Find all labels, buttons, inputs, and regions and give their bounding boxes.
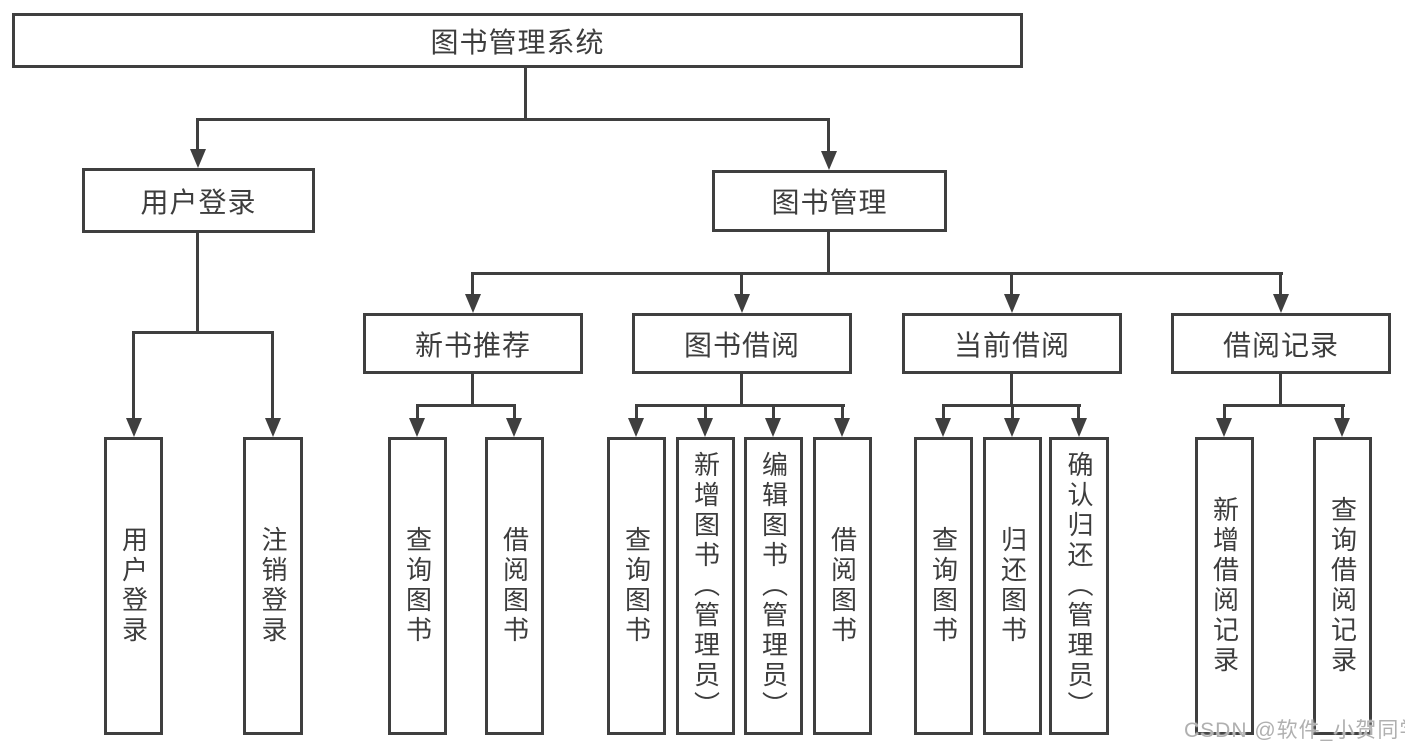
connector-line	[132, 331, 274, 334]
node-label: 借阅图书	[499, 526, 530, 646]
connector-line	[1279, 374, 1282, 407]
node-label: 图书借阅	[683, 329, 800, 361]
node-library-management-system: 图书管理系统	[12, 13, 1023, 68]
connector-line	[841, 404, 844, 424]
node-label: 查询借阅记录	[1327, 496, 1358, 676]
arrowhead-down	[1071, 418, 1087, 437]
connector-line	[1341, 404, 1344, 424]
connector-line	[1010, 272, 1013, 298]
node-label: 新书推荐	[414, 329, 531, 361]
node-label: 当前借阅	[953, 329, 1070, 361]
connector-line	[513, 404, 516, 424]
node-query-books-borrowing: 查询图书	[607, 437, 666, 735]
arrowhead-down	[190, 149, 206, 168]
node-label: 新增图书（管理员）	[690, 451, 721, 721]
arrowhead-down	[821, 151, 837, 170]
connector-line	[1011, 404, 1014, 424]
arrowhead-down	[1334, 418, 1350, 437]
connector-line	[471, 272, 1283, 275]
node-logout: 注销登录	[243, 437, 303, 735]
connector-line	[471, 374, 474, 407]
connector-line	[740, 272, 743, 298]
node-current-borrowing: 当前借阅	[902, 313, 1122, 374]
connector-line	[271, 331, 274, 421]
connector-line	[196, 118, 830, 121]
node-label: 确认归还（管理员）	[1064, 451, 1094, 721]
node-label: 借阅图书	[827, 526, 858, 646]
connector-line	[1077, 404, 1080, 424]
node-label: 图书管理系统	[430, 26, 605, 58]
csdn-watermark: CSDN @软件_小贺同学	[1184, 719, 1405, 742]
arrowhead-down	[409, 418, 425, 437]
connector-line	[635, 404, 638, 424]
node-add-borrow-record: 新增借阅记录	[1195, 437, 1254, 735]
arrowhead-down	[1216, 418, 1232, 437]
connector-line	[942, 404, 945, 424]
node-borrow-books: 借阅图书	[813, 437, 872, 735]
node-borrowing-records: 借阅记录	[1171, 313, 1391, 374]
arrowhead-down	[265, 418, 281, 437]
node-label: 用户登录	[118, 526, 149, 646]
connector-line	[1279, 272, 1282, 298]
connector-line	[1223, 404, 1226, 424]
node-query-borrow-record: 查询借阅记录	[1313, 437, 1372, 735]
node-confirm-return-admin: 确认归还（管理员）	[1049, 437, 1109, 735]
node-query-books-current: 查询图书	[914, 437, 973, 735]
arrowhead-down	[126, 418, 142, 437]
node-add-books-admin: 新增图书（管理员）	[676, 437, 735, 735]
connector-line	[1223, 404, 1345, 407]
node-book-borrowing: 图书借阅	[632, 313, 852, 374]
node-label: 查询图书	[928, 526, 959, 646]
node-label: 用户登录	[140, 186, 257, 218]
connector-line	[827, 232, 830, 275]
arrowhead-down	[935, 418, 951, 437]
connector-line	[772, 404, 775, 424]
node-return-books: 归还图书	[983, 437, 1042, 735]
arrowhead-down	[1004, 418, 1020, 437]
node-label: 查询图书	[402, 526, 433, 646]
connector-line	[132, 331, 135, 421]
node-label: 归还图书	[997, 526, 1028, 646]
connector-line	[827, 118, 830, 153]
connector-line	[416, 404, 516, 407]
connector-line	[416, 404, 419, 424]
connector-line	[196, 233, 199, 333]
arrowhead-down	[697, 418, 713, 437]
node-user-login: 用户登录	[82, 168, 315, 233]
connector-line	[471, 272, 474, 298]
arrowhead-down	[1004, 294, 1020, 313]
node-label: 图书管理	[771, 187, 888, 218]
node-query-books-recommend: 查询图书	[388, 437, 447, 735]
arrowhead-down	[834, 418, 850, 437]
node-label: 查询图书	[621, 526, 652, 646]
arrowhead-down	[765, 418, 781, 437]
connector-line	[740, 374, 743, 407]
node-label: 注销登录	[258, 526, 288, 646]
arrowhead-down	[734, 294, 750, 313]
connector-line	[635, 404, 845, 407]
node-label: 借阅记录	[1222, 329, 1339, 361]
node-label: 编辑图书（管理员）	[758, 451, 789, 721]
arrowhead-down	[1273, 294, 1289, 313]
connector-line	[196, 118, 199, 151]
node-new-book-recommendation: 新书推荐	[363, 313, 583, 374]
node-book-management: 图书管理	[712, 170, 947, 232]
node-label: 新增借阅记录	[1209, 496, 1240, 676]
arrowhead-down	[628, 418, 644, 437]
node-borrow-books-recommend: 借阅图书	[485, 437, 544, 735]
arrowhead-down	[465, 294, 481, 313]
node-user-login-leaf: 用户登录	[104, 437, 163, 735]
arrowhead-down	[506, 418, 522, 437]
connector-line	[1010, 374, 1013, 407]
node-edit-books-admin: 编辑图书（管理员）	[744, 437, 803, 735]
connector-line	[524, 67, 527, 120]
connector-line	[704, 404, 707, 424]
